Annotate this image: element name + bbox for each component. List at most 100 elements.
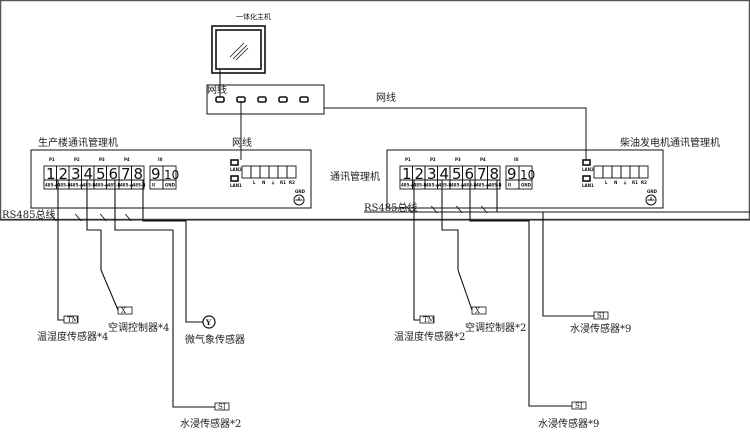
- bus-tap-mark: [99, 213, 107, 222]
- power-terminal-number: 9: [151, 165, 161, 183]
- power-block-cell: [593, 165, 604, 179]
- bus-tap-mark: [405, 205, 413, 214]
- port-group-label: P3: [455, 157, 461, 162]
- bus-tap-mark: [480, 205, 488, 214]
- device-tag: SJ: [597, 312, 605, 320]
- power-block-cell: [250, 165, 261, 179]
- device-wire: [413, 180, 420, 321]
- screen-glare-icon: [229, 42, 245, 58]
- device-label: 温湿度传感器*2: [394, 330, 465, 343]
- lan-port-label: LAN1: [230, 183, 242, 188]
- device-tag: TM: [67, 316, 79, 324]
- device-wire: [441, 180, 473, 311]
- device-tag: SJ: [218, 403, 226, 411]
- right-manager-title: 柴油发电机通讯管理机: [620, 136, 720, 149]
- host-monitor-screen: [215, 29, 262, 70]
- gnd-label: GND: [647, 189, 658, 194]
- lan-port-label: LAN1: [582, 183, 594, 188]
- device-wire: [496, 180, 594, 317]
- terminal-number: 7: [121, 165, 131, 183]
- terminal-number: 5: [96, 165, 106, 183]
- weather-sensor-icon: [202, 315, 216, 329]
- power-block-cell: [277, 165, 288, 179]
- power-block-cell: [259, 165, 270, 179]
- power-block-cell: [602, 165, 613, 179]
- host-computer: 一体化主机: [211, 12, 271, 97]
- terminal-signal-cell: [131, 179, 145, 190]
- terminal-number: 5: [452, 165, 462, 183]
- power-block-label: L: [253, 180, 256, 185]
- device-tag-box: [63, 315, 79, 324]
- power-block-label: R2: [289, 180, 295, 185]
- host-label: 一体化主机: [236, 12, 271, 21]
- terminal-number: 3: [71, 165, 81, 183]
- power-block-label: N: [262, 180, 265, 185]
- terminal-signal: 485-A: [95, 183, 109, 188]
- device-label: 空调控制器*2: [465, 321, 526, 334]
- terminal-signal: 485-B: [133, 183, 146, 188]
- terminal-signal: 485-A: [45, 183, 59, 188]
- manager-box: [30, 149, 312, 209]
- port-group-label: P4: [480, 157, 486, 162]
- device-wire: [469, 180, 572, 407]
- bus-tap-mark: [430, 205, 438, 214]
- device-wire: [86, 180, 119, 311]
- terminal-signal: 485-B: [58, 183, 71, 188]
- power-block-cell: [638, 165, 649, 179]
- power-terminal-number: 10: [520, 168, 535, 182]
- left-manager-title: 生产楼通讯管理机: [38, 136, 118, 149]
- device-tag-box: [571, 401, 587, 410]
- terminal-number: 8: [490, 165, 500, 183]
- device-tag-box: [117, 306, 133, 315]
- switch-port-icon: [278, 96, 288, 103]
- switch-body: [206, 84, 325, 115]
- device-label: 空调控制器*4: [108, 321, 169, 334]
- terminal-signal-cell: [487, 179, 501, 190]
- device-tag-box: [471, 306, 487, 315]
- terminal-number: 4: [84, 165, 94, 183]
- lan-port-icon: [230, 159, 239, 166]
- terminal-signal: 485-B: [83, 183, 96, 188]
- lan-port-icon: [582, 159, 591, 166]
- power-block-label: ⏚: [271, 179, 275, 185]
- right-manager-side-label: 通讯管理机: [330, 170, 380, 183]
- port-group-label: P2: [430, 157, 436, 162]
- device-tag: TM: [423, 316, 435, 324]
- terminal-number: 2: [59, 165, 69, 183]
- terminal-signal: 485-A: [401, 183, 415, 188]
- terminal-signal: 485-B: [414, 183, 427, 188]
- switch-port-icon: [215, 96, 225, 103]
- network-cable-left-label: 网线: [232, 136, 252, 149]
- terminal-number: 6: [109, 165, 119, 183]
- terminal-number: 1: [402, 165, 412, 183]
- power-group-label: III: [514, 157, 519, 162]
- power-signal: II: [152, 183, 155, 188]
- gnd-label: GND: [295, 189, 306, 194]
- power-signal-cell: [162, 179, 177, 190]
- power-signal: GND: [165, 183, 176, 188]
- network-cable-right: [324, 107, 587, 160]
- power-block-label: ⏚: [623, 179, 627, 185]
- power-signal: II: [508, 183, 511, 188]
- terminal-signal: 485-B: [108, 183, 121, 188]
- device-label: 微气象传感器: [185, 333, 245, 346]
- terminal-number: 1: [46, 165, 56, 183]
- power-terminal-number: 9: [507, 165, 517, 183]
- port-group-label: P1: [49, 157, 55, 162]
- device-label: 水浸传感器*2: [180, 417, 241, 430]
- network-switch: 网线: [206, 83, 325, 115]
- power-block-cell: [611, 165, 622, 179]
- power-block-label: N: [614, 180, 617, 185]
- lan-port-label: LAN2: [582, 167, 594, 172]
- terminal-number: 2: [415, 165, 425, 183]
- lan-port-icon: [582, 175, 591, 182]
- port-group-label: P4: [124, 157, 130, 162]
- device-tag-box: [593, 311, 609, 320]
- power-signal-cell: [518, 179, 533, 190]
- bus-tap-mark: [74, 213, 82, 222]
- lan-port-label: LAN2: [230, 167, 242, 172]
- ground-icon: [645, 194, 657, 206]
